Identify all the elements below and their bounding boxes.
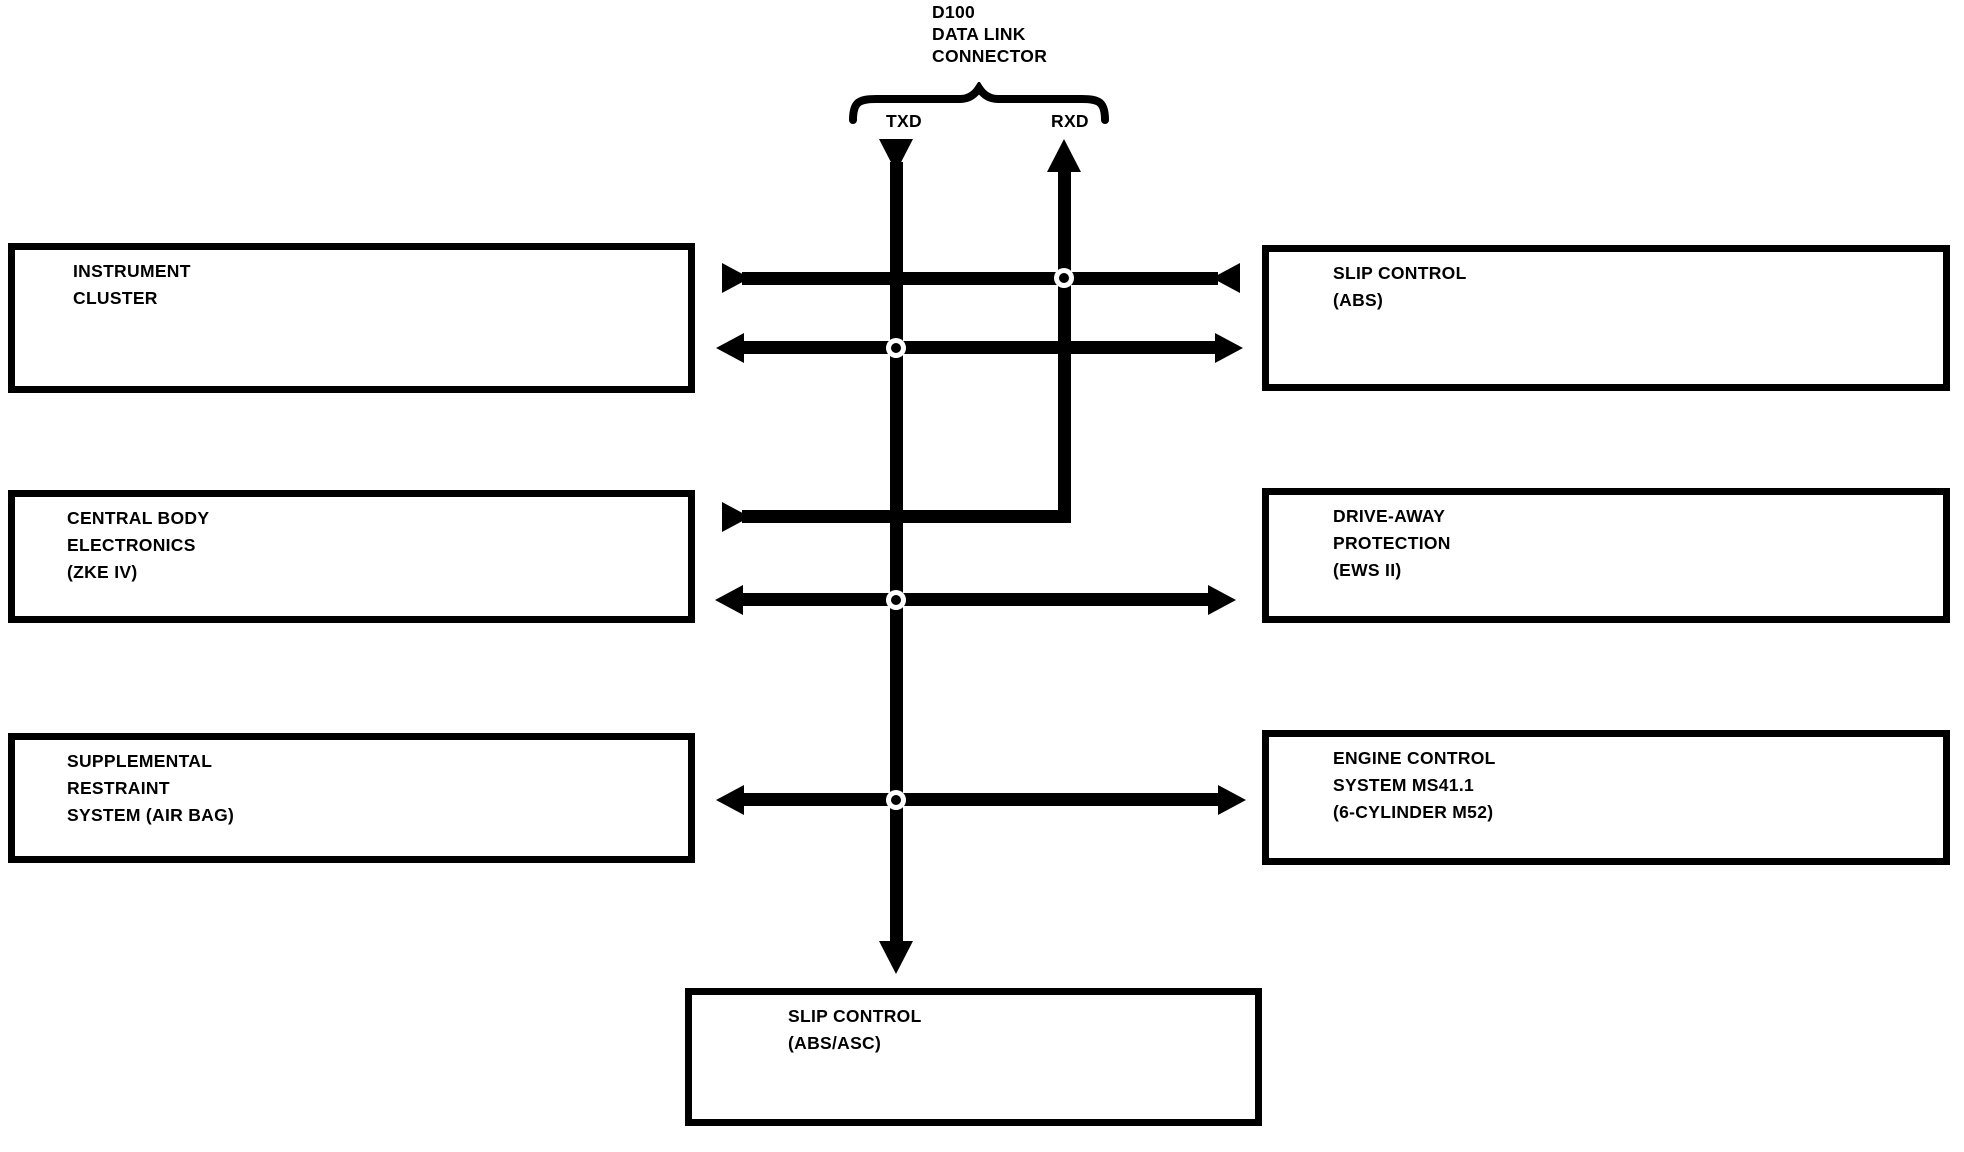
txd-pin-label: TXD [886,111,922,131]
module-label-line: (6-CYLINDER M52) [1333,802,1494,822]
arrowhead-left-icon [1212,263,1240,293]
module-box-supplemental-restraint-system: SUPPLEMENTAL RESTRAINT SYSTEM (AIR BAG) [8,733,695,863]
junction-dot [1054,268,1074,288]
wire-row2 [740,341,1220,354]
arrowhead-left-icon [715,585,743,615]
arrowhead-right-icon [1208,585,1236,615]
module-label-line: SYSTEM MS41.1 [1333,775,1475,795]
arrowhead-down-icon [879,941,913,974]
arrowhead-left-icon [716,333,744,363]
connector-label-line2: DATA LINK [932,24,1026,44]
module-label-line: SUPPLEMENTAL [67,751,213,771]
wire-row3 [742,510,1071,523]
rxd-pin-label: RXD [1051,111,1089,131]
module-label-line: (ABS) [1333,290,1384,310]
module-label-line: SLIP CONTROL [788,1006,922,1026]
wire-row1 [742,272,1218,285]
junction-dot [886,790,906,810]
module-label-line: SLIP CONTROL [1333,263,1467,283]
junction-dot [886,590,906,610]
module-label-line: CENTRAL BODY [67,508,210,528]
module-box-instrument-cluster: INSTRUMENT CLUSTER [8,243,695,393]
module-label-line: PROTECTION [1333,533,1451,553]
module-label-line: CLUSTER [73,288,158,308]
module-label-line: INSTRUMENT [73,261,191,281]
arrowhead-right-icon [1215,333,1243,363]
arrowhead-left-icon [716,785,744,815]
module-label-line: ELECTRONICS [67,535,196,555]
arrowhead-right-icon [1218,785,1246,815]
module-label-line: (EWS II) [1333,560,1402,580]
module-box-slip-control-abs: SLIP CONTROL (ABS) [1262,245,1950,391]
module-label-line: (ZKE IV) [67,562,138,582]
module-label-line: ENGINE CONTROL [1333,748,1496,768]
module-label-line: RESTRAINT [67,778,170,798]
wire-row5 [740,793,1222,806]
connector-label-line1: D100 [932,2,976,22]
module-label-line: (ABS/ASC) [788,1033,882,1053]
connector-label-line3: CONNECTOR [932,46,1048,66]
wire-row4 [740,593,1214,606]
module-box-central-body-electronics: CENTRAL BODY ELECTRONICS (ZKE IV) [8,490,695,623]
module-box-drive-away-protection: DRIVE-AWAY PROTECTION (EWS II) [1262,488,1950,623]
module-box-slip-control-abs-asc: SLIP CONTROL (ABS/ASC) [685,988,1262,1126]
junction-dot [886,338,906,358]
txd-wire [890,162,903,952]
module-box-engine-control-system: ENGINE CONTROL SYSTEM MS41.1 (6-CYLINDER… [1262,730,1950,865]
connector-label: D100 DATA LINK CONNECTOR [932,1,1047,67]
module-label-line: SYSTEM (AIR BAG) [67,805,235,825]
brace-icon [849,82,1109,124]
module-label-line: DRIVE-AWAY [1333,506,1446,526]
